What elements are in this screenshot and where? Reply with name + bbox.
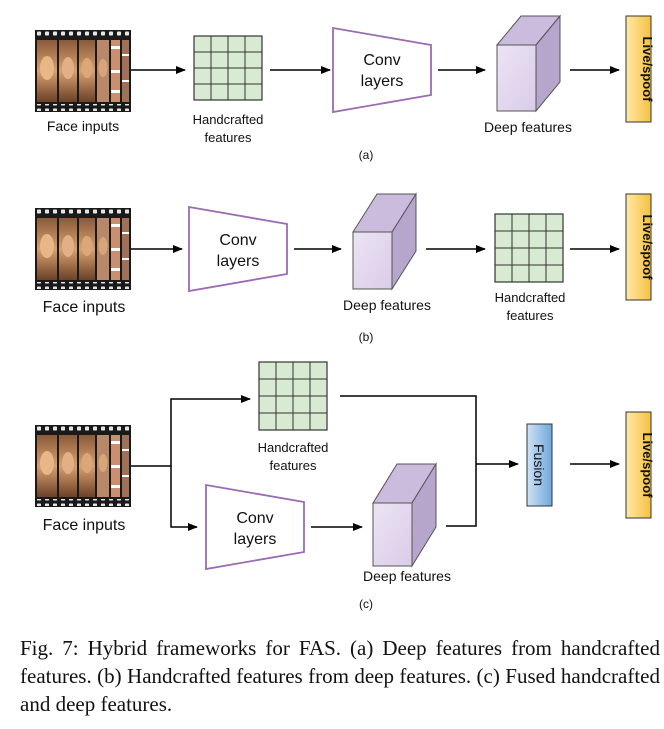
face-inputs-label-a: Face inputs: [47, 118, 119, 134]
live-spoof-label-b: Live/spoof: [640, 214, 655, 280]
conv-label-c-line1: Conv: [236, 510, 273, 527]
live-spoof-label-c: Live/spoof: [640, 432, 655, 498]
live-spoof-label-a: Live/spoof: [640, 36, 655, 102]
handcrafted-label-b-line1: Handcrafted: [495, 290, 566, 305]
handcrafted-label-c-line1: Handcrafted: [258, 440, 329, 455]
deep-features-cube-b: [352, 192, 417, 291]
face-inputs-image-a: [35, 30, 131, 112]
fusion-box: [526, 423, 553, 507]
conv-label-a-line2: layers: [361, 73, 404, 90]
handcrafted-label-b-line2: features: [507, 308, 554, 323]
deep-features-label-a: Deep features: [484, 119, 572, 135]
panel-tag-b: (b): [359, 330, 374, 344]
deep-features-cube-a: [495, 14, 562, 113]
conv-label-c-line2: layers: [234, 531, 277, 548]
panel-b: Face inputs Conv layers Deep features Ha…: [35, 192, 655, 344]
conv-layers-trapezoid-b: [188, 205, 288, 293]
conv-label-a-line1: Conv: [363, 52, 400, 69]
deep-features-label-c: Deep features: [363, 568, 451, 584]
handcrafted-label-a-line2: features: [205, 130, 252, 145]
handcrafted-grid-a: [193, 35, 263, 101]
figure-caption: Fig. 7: Hybrid frameworks for FAS. (a) D…: [20, 636, 660, 716]
face-inputs-image-b: [35, 208, 131, 290]
panel-a: Face inputs Handcrafted features Conv la…: [35, 14, 655, 162]
hybrid-frameworks-diagram: Face inputs Handcrafted features Conv la…: [35, 14, 655, 611]
conv-layers-trapezoid-c: [205, 483, 305, 571]
panel-c: Face inputs Handcrafted features Conv la…: [35, 361, 655, 611]
handcrafted-grid-b: [494, 213, 564, 283]
deep-features-cube-c: [372, 462, 437, 568]
fusion-label: Fusion: [531, 444, 547, 486]
conv-layers-trapezoid-a: [332, 26, 432, 114]
arrow-c-to-handcrafted: [131, 395, 251, 467]
face-inputs-label-b: Face inputs: [43, 299, 126, 316]
panel-tag-a: (a): [359, 148, 374, 162]
live-spoof-box-b: [625, 193, 652, 301]
arrow-c-to-conv: [170, 466, 198, 531]
conv-label-b-line1: Conv: [219, 232, 256, 249]
live-spoof-box-a: [625, 15, 652, 123]
handcrafted-label-c-line2: features: [270, 458, 317, 473]
handcrafted-grid-c: [258, 361, 328, 431]
face-inputs-label-c: Face inputs: [43, 517, 126, 534]
merge-line-c: [340, 395, 477, 527]
panel-tag-c: (c): [359, 597, 373, 611]
conv-label-b-line2: layers: [217, 253, 260, 270]
live-spoof-box-c: [625, 411, 652, 519]
face-inputs-image-c: [35, 425, 131, 507]
deep-features-label-b: Deep features: [343, 297, 431, 313]
handcrafted-label-a-line1: Handcrafted: [193, 112, 264, 127]
